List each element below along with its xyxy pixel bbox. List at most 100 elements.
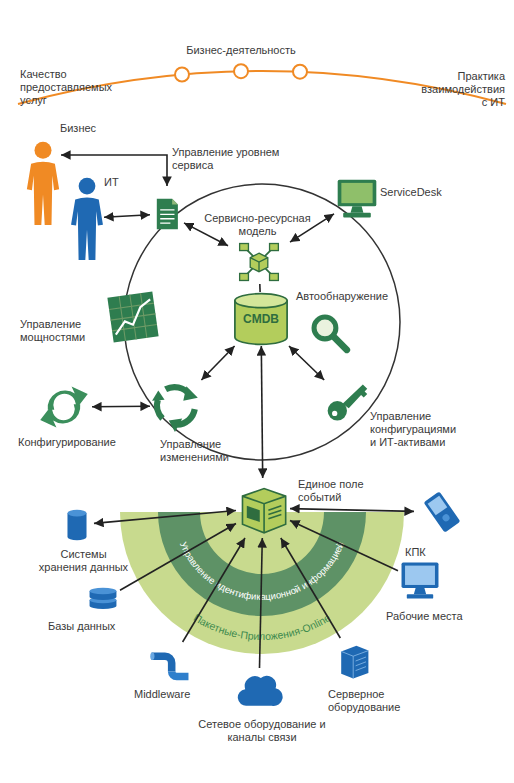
node-label: Управление изменениями [160, 438, 250, 464]
icon-part [235, 294, 287, 308]
icon-part [343, 213, 371, 218]
free-label: Качество предоставляемых услуг [20, 68, 120, 107]
free-label: Бизнес-деятельность [161, 44, 321, 57]
icon-node: ИТ [70, 176, 104, 260]
arc-dot [293, 65, 307, 79]
icon-part [112, 299, 155, 334]
icon-part [157, 199, 178, 230]
icon-part [152, 390, 164, 400]
node-label: Единое поле событий [298, 478, 388, 504]
icon-node: Единое поле событий [236, 478, 290, 538]
node-icon [334, 638, 374, 684]
node-icon [232, 668, 286, 714]
node-icon [398, 558, 442, 604]
node-label: КПК [405, 546, 445, 559]
node-label: Системы хранения данных [38, 548, 129, 574]
icon-part [341, 183, 372, 203]
node-label: Сетевое оборудование и каналы связи [197, 718, 327, 744]
node-icon [228, 240, 290, 284]
node-icon [106, 290, 160, 344]
connector-arrow [281, 538, 341, 638]
icon-part [160, 210, 174, 223]
icon-node: Управление мощностями [106, 290, 160, 344]
connector-arrow [183, 538, 245, 642]
node-label: Базы данных [48, 620, 138, 633]
icon-part [270, 273, 279, 280]
icon-part [242, 489, 285, 533]
icon-part [332, 411, 337, 416]
connector-arrow [201, 346, 234, 380]
connector-arrow [92, 405, 150, 407]
icon-part [333, 336, 346, 349]
icon-part [35, 142, 52, 159]
node-label: ServiceDesk [380, 186, 470, 199]
node-label: Сервисно-ресурсная модель [195, 212, 320, 238]
icon-node: Серверное оборудование [334, 638, 374, 684]
node-icon [86, 584, 120, 616]
node-icon [60, 502, 94, 548]
node-icon [25, 140, 61, 225]
node-icon [300, 312, 360, 354]
connector-arrow [259, 284, 261, 292]
icon-part [356, 657, 366, 671]
icon-node: КПК [414, 490, 470, 534]
node-label: Серверное оборудование [328, 688, 418, 714]
icon-part [343, 384, 368, 408]
icon-part [67, 510, 86, 517]
icon-node: Системы хранения данных [60, 502, 94, 548]
icon-part [150, 653, 154, 661]
icon-part [172, 671, 189, 676]
node-label: Управление мощностями [20, 318, 105, 344]
icon-part [268, 506, 281, 519]
node-label: Управление конфигурациями и ИТ-активами [370, 410, 465, 449]
arc-dot [175, 68, 189, 82]
icon-part [428, 496, 448, 516]
node-label: Бизнес [60, 122, 120, 135]
icon-part [90, 588, 117, 594]
node-icon [70, 176, 104, 260]
free-label: Практика взаимодействия с ИТ [415, 70, 505, 109]
band-label: Пакетные-Приложения-Online [192, 611, 333, 642]
icon-node: Рабочие места [398, 558, 442, 604]
connector-arrow [290, 214, 334, 242]
icon-part [152, 656, 172, 671]
icon-part [341, 651, 368, 679]
icon-part [27, 162, 59, 225]
icon-part [250, 258, 268, 272]
icon-part [240, 273, 249, 280]
connector-arrow [290, 509, 414, 512]
icon-part [245, 248, 273, 276]
icon-part [67, 513, 86, 540]
icon-part [183, 386, 198, 401]
icon-node: Автообнаружение [300, 312, 360, 354]
connector-arrow [289, 346, 324, 380]
icon-part [247, 506, 260, 522]
icon-part [407, 594, 433, 598]
node-label: CMDB [232, 313, 290, 326]
node-icon [414, 490, 470, 534]
icon-part [341, 646, 368, 679]
icon-part [441, 513, 451, 523]
icon-node: Управление конфигурациями и ИТ-активами [322, 380, 372, 424]
connector-arrow [94, 511, 236, 524]
icon-part [107, 291, 158, 342]
icon-part [402, 563, 439, 589]
icon-node: Бизнес [25, 140, 61, 225]
icon-part [172, 199, 178, 205]
node-label: Управление уровнем сервиса [172, 146, 282, 172]
icon-part [107, 291, 158, 342]
node-icon [148, 642, 192, 684]
node-icon [322, 380, 372, 424]
icon-node: Middleware [148, 642, 192, 684]
node-icon [150, 380, 202, 432]
icon-part [157, 400, 162, 419]
icon-part [423, 491, 460, 532]
node-label: Автообнаружение [296, 290, 406, 303]
icon-part [270, 244, 279, 251]
band-text: Пакетные-Приложения-Online [192, 611, 333, 642]
icon-part [40, 404, 80, 427]
icon-node: CMDB [232, 292, 290, 346]
node-icon [334, 176, 380, 222]
icon-part [152, 386, 198, 432]
